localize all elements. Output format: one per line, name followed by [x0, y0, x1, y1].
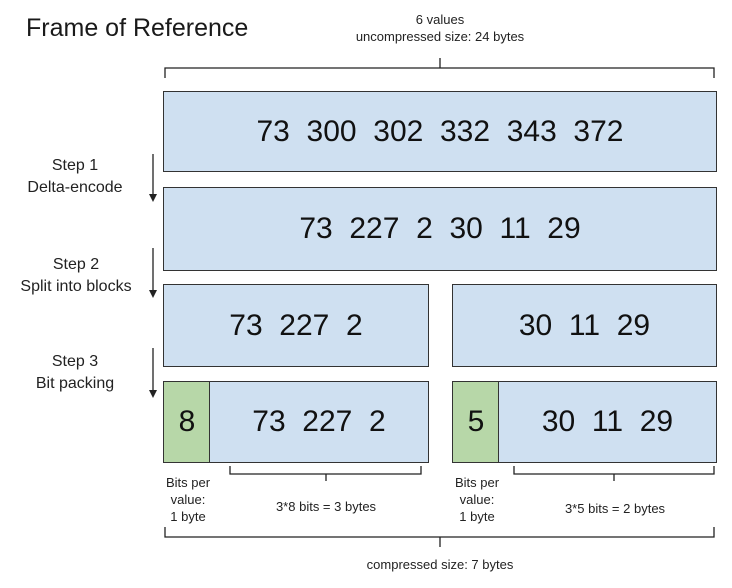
bits-per-value-2-line1: Bits per: [454, 475, 500, 490]
step-2-number: Step 2: [52, 256, 100, 273]
step-2-text: Split into blocks: [20, 278, 132, 295]
bits-per-value-2-line3: 1 byte: [459, 509, 495, 524]
block1-size-brace: [229, 466, 422, 481]
diagram-title: Frame of Reference: [26, 14, 249, 42]
step-2-label: Step 2 Split into blocks: [0, 254, 152, 298]
bits-per-value-1-line3: 1 byte: [170, 509, 206, 524]
delta-encoded-box: 73 227 2 30 11 29: [163, 187, 717, 271]
block-2-packed-box: 30 11 29: [498, 381, 717, 463]
step-3-text: Bit packing: [35, 375, 115, 392]
bits-per-value-1-line1: Bits per: [165, 475, 211, 490]
top-note: 6 values uncompressed size: 24 bytes: [340, 11, 540, 45]
block-1-packed-box: 73 227 2: [209, 381, 429, 463]
block-2-box: 30 11 29: [452, 284, 717, 367]
step-1-text: Delta-encode: [27, 179, 123, 196]
bits-per-value-2-line2: value:: [459, 492, 495, 507]
step-3-label: Step 3 Bit packing: [0, 351, 150, 395]
bits-per-value-2: Bits per value: 1 byte: [444, 474, 510, 525]
step-1-label: Step 1 Delta-encode: [0, 155, 150, 199]
block2-size-brace: [513, 466, 715, 481]
step3-arrowhead: [149, 390, 157, 398]
bits-per-value-1: Bits per value: 1 byte: [155, 474, 221, 525]
block-2-size-label: 3*5 bits = 2 bytes: [564, 501, 666, 516]
block-1-size-label: 3*8 bits = 3 bytes: [275, 499, 377, 514]
block-2-bitwidth-box: 5: [452, 381, 500, 463]
step-1-number: Step 1: [51, 157, 99, 174]
bits-per-value-1-line2: value:: [170, 492, 206, 507]
step2-arrowhead: [149, 290, 157, 298]
top-note-size: uncompressed size: 24 bytes: [355, 29, 525, 44]
original-values-box: 73 300 302 332 343 372: [163, 91, 717, 172]
step-3-number: Step 3: [51, 353, 99, 370]
top-note-count: 6 values: [415, 12, 465, 27]
compressed-size-label: compressed size: 7 bytes: [366, 557, 514, 572]
step1-arrowhead: [149, 194, 157, 202]
block-1-bitwidth-box: 8: [163, 381, 211, 463]
block-1-box: 73 227 2: [163, 284, 429, 367]
bottom-brace: [164, 527, 715, 547]
top-brace: [164, 58, 715, 78]
